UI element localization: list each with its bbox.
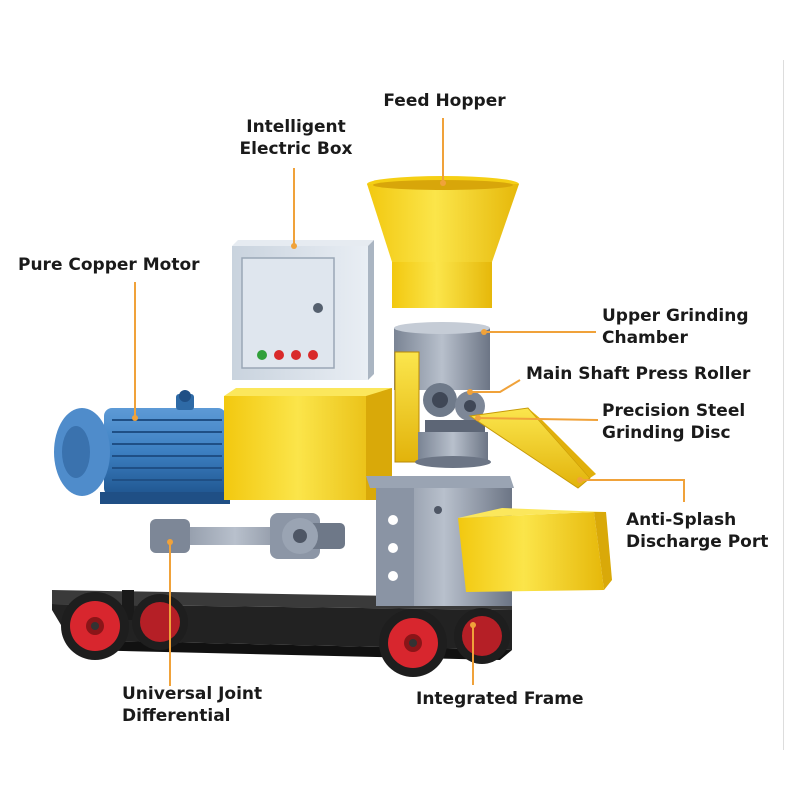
feed-hopper-label: Feed Hopper xyxy=(383,91,506,111)
feed-hopper xyxy=(367,176,519,308)
upper-grinding-label-line1: Upper Grinding xyxy=(602,306,749,326)
leader-dots xyxy=(132,180,583,628)
electric-box-label-line2: Electric Box xyxy=(239,139,353,159)
frame-label: Integrated Frame xyxy=(416,689,584,709)
grinding-disc-label-line1: Precision Steel xyxy=(602,401,746,421)
discharge-port-label-line2: Discharge Port xyxy=(626,532,769,552)
gearbox-housing xyxy=(224,388,392,500)
upper-grinding-label: Upper Grinding Chamber xyxy=(602,305,749,349)
leader-discharge-port xyxy=(580,479,685,502)
grinding-disc-label-line2: Grinding Disc xyxy=(602,423,731,443)
leader-grinding-disc xyxy=(477,417,599,421)
wheel-front-right xyxy=(379,609,447,677)
main-shaft-press-roller xyxy=(394,351,485,463)
leader-press-roller xyxy=(470,379,521,393)
pure-copper-motor xyxy=(54,390,230,504)
electric-box-label-line1: Intelligent xyxy=(246,117,346,137)
universal-joint xyxy=(150,513,345,559)
motor-label: Pure Copper Motor xyxy=(18,255,200,275)
anti-splash-discharge-port xyxy=(458,508,612,592)
leader-lines xyxy=(134,118,685,686)
right-edge-line xyxy=(783,60,784,750)
electric-box-label: Intelligent Electric Box xyxy=(228,116,364,160)
upper-grinding-label-line2: Chamber xyxy=(602,328,688,348)
universal-joint-label-line2: Differential xyxy=(122,706,231,726)
discharge-port-label: Anti-Splash Discharge Port xyxy=(626,509,768,553)
grinding-disc-label: Precision Steel Grinding Disc xyxy=(602,400,745,444)
discharge-port-label-line1: Anti-Splash xyxy=(626,510,737,530)
precision-steel-grinding-disc xyxy=(415,407,596,489)
wheel-rear-right xyxy=(454,608,510,664)
press-roller-label: Main Shaft Press Roller xyxy=(526,364,751,384)
universal-joint-label: Universal Joint Differential xyxy=(122,683,262,727)
universal-joint-label-line1: Universal Joint xyxy=(122,684,263,704)
intelligent-electric-box xyxy=(232,240,374,380)
wheel-rear-left xyxy=(132,594,188,650)
wheel-front-left xyxy=(61,592,129,660)
